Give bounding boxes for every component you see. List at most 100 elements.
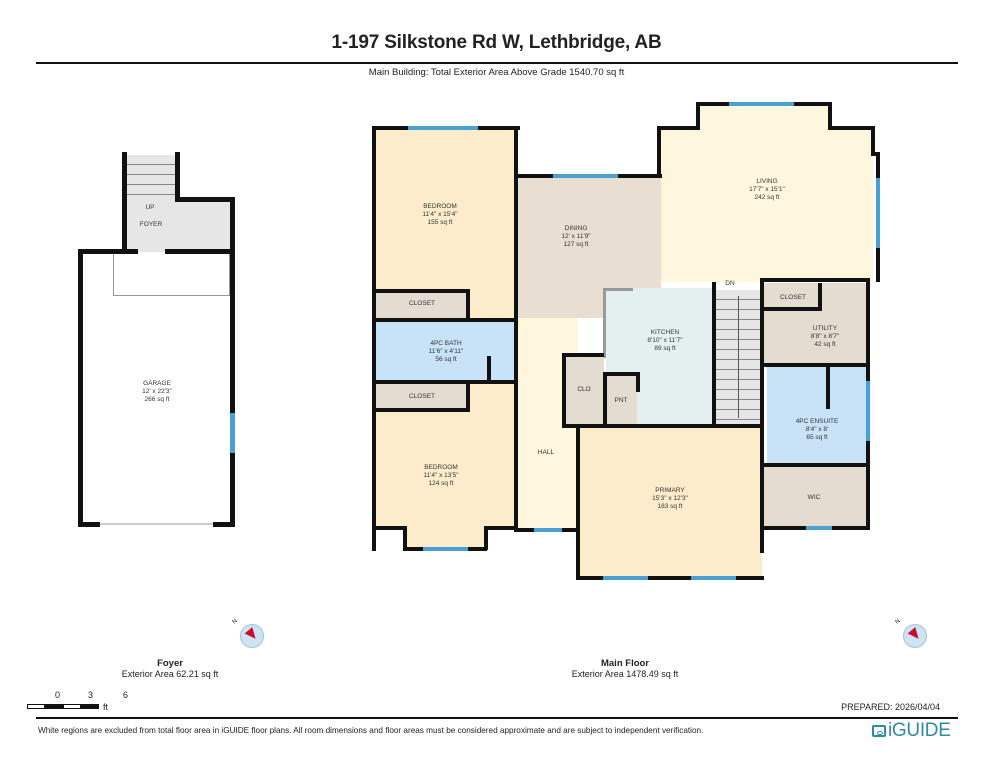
label-clo: CLO xyxy=(577,386,591,393)
label-dn: DN xyxy=(725,280,735,287)
label-wic: WIC xyxy=(807,494,821,501)
room-bedroom-1 xyxy=(376,130,516,318)
room-closet-3 xyxy=(764,283,822,311)
window xyxy=(806,526,832,530)
room-living-bay xyxy=(700,106,830,132)
iguide-logo-icon xyxy=(872,725,886,737)
room-living xyxy=(661,130,873,282)
wall xyxy=(562,353,566,427)
wall xyxy=(466,289,470,319)
wall xyxy=(871,126,875,156)
room-4pc-ensuite xyxy=(767,367,868,464)
compass-north-icon: N xyxy=(232,618,264,648)
label-hall: HALL xyxy=(537,449,555,456)
prepared-date: PREPARED: 2026/04/04 xyxy=(841,702,940,712)
window xyxy=(729,102,794,106)
footer-divider xyxy=(36,717,958,719)
scale-unit: ft xyxy=(103,702,109,712)
room-primary xyxy=(580,428,762,578)
wall xyxy=(764,463,868,467)
wall xyxy=(165,249,235,254)
window xyxy=(230,413,235,453)
window xyxy=(553,174,618,178)
room-bedroom-2-bay xyxy=(405,525,485,547)
stairs-up xyxy=(127,155,175,200)
scale-tick: 0 xyxy=(55,690,61,700)
label-up: UP xyxy=(145,204,155,211)
wall xyxy=(562,424,764,428)
room-clo xyxy=(566,357,604,425)
scale-tick: 3 xyxy=(88,690,94,700)
wall xyxy=(760,278,764,553)
wall xyxy=(372,289,469,293)
scale-tick: 6 xyxy=(123,690,129,700)
wall xyxy=(603,372,639,376)
garage-steps xyxy=(113,254,230,296)
foyer-caption: Foyer Exterior Area 62.21 sq ft xyxy=(121,658,219,679)
wall xyxy=(487,356,491,382)
wall xyxy=(576,424,580,580)
wall xyxy=(562,353,604,357)
wall xyxy=(372,408,469,412)
wall xyxy=(764,363,868,367)
wall xyxy=(230,197,235,252)
main-floor-caption: Main Floor Exterior Area 1478.49 sq ft xyxy=(571,658,679,679)
wall xyxy=(372,380,518,384)
stairs-arrow xyxy=(738,296,739,418)
wall xyxy=(230,249,235,527)
wall xyxy=(657,126,661,178)
total-area-subtitle: Main Building: Total Exterior Area Above… xyxy=(368,67,625,78)
window xyxy=(408,126,478,130)
room-wic xyxy=(764,467,868,527)
window xyxy=(691,576,736,580)
room-pnt xyxy=(607,376,637,426)
iguide-logo: iGUIDE xyxy=(872,720,951,742)
counter xyxy=(603,288,606,358)
wall xyxy=(712,282,716,428)
wall xyxy=(122,152,127,252)
wall xyxy=(696,102,700,130)
window xyxy=(876,178,880,248)
wall xyxy=(636,372,640,392)
wall xyxy=(372,318,518,322)
wall xyxy=(403,526,407,550)
wall xyxy=(78,522,100,527)
wall xyxy=(372,126,376,551)
label-closet-1: CLOSET xyxy=(408,300,436,307)
label-closet-2: CLOSET xyxy=(408,393,436,400)
wall xyxy=(826,367,830,409)
wall xyxy=(828,126,874,130)
title-divider xyxy=(36,62,958,64)
label-closet-3: CLOSET xyxy=(779,294,807,301)
wall xyxy=(576,576,764,580)
room-garage xyxy=(82,252,232,524)
wall xyxy=(760,278,870,282)
garage-door xyxy=(100,523,213,525)
label-garage: GARAGE 12' x 22'3" 266 sq ft xyxy=(142,380,172,403)
wall xyxy=(828,102,832,130)
wall xyxy=(871,152,879,156)
wall xyxy=(484,526,518,530)
label-pnt: PNT xyxy=(614,397,628,404)
room-closet-1 xyxy=(376,289,469,318)
room-foyer-entry xyxy=(175,202,232,252)
compass-north-icon: N xyxy=(895,618,927,648)
wall xyxy=(213,522,235,527)
wall xyxy=(78,249,138,254)
window xyxy=(603,576,648,580)
room-foyer xyxy=(127,200,175,252)
counter xyxy=(603,288,633,291)
wall xyxy=(466,384,470,412)
wall xyxy=(372,526,405,530)
label-foyer: FOYER xyxy=(139,221,163,228)
wall xyxy=(484,526,488,550)
window xyxy=(534,528,562,532)
wall xyxy=(78,249,83,527)
